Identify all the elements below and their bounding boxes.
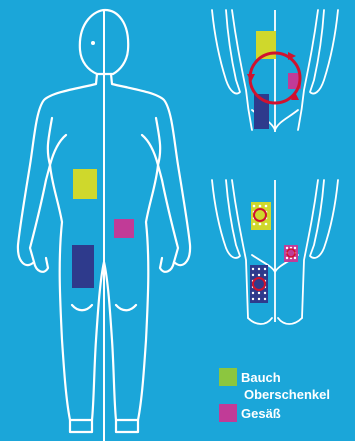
right-hand-outline (160, 258, 174, 272)
legend-label-gesaess: Gesäß (241, 406, 281, 421)
left-arm-inner (48, 118, 66, 165)
rotation-arrow-icon-2 (247, 74, 255, 82)
left-hand-outline (34, 258, 48, 272)
detail-bottom-right-arm (310, 180, 338, 258)
eye-icon (91, 41, 95, 45)
detail-top-right-arm (310, 10, 338, 94)
oberschenkel-area (72, 245, 94, 288)
right-arm-inner (142, 118, 160, 165)
bauch-area (73, 169, 97, 199)
legend-item-bauch: Bauch (219, 368, 281, 386)
legend-label-bauch: Bauch (241, 370, 281, 385)
legend-label-oberschenkel: Oberschenkel (244, 387, 330, 402)
right-knee (116, 305, 136, 310)
left-knee (72, 305, 92, 310)
legend-item-gesaess: Gesäß (219, 404, 281, 422)
right-foot (116, 420, 138, 432)
left-foot (70, 420, 92, 432)
legend-swatch-gesaess (219, 404, 237, 422)
detail-bottom-left-arm (212, 180, 240, 258)
legend-swatch-bauch (219, 368, 237, 386)
gesaess-area (114, 219, 134, 238)
detail-top-left-arm (212, 10, 240, 94)
